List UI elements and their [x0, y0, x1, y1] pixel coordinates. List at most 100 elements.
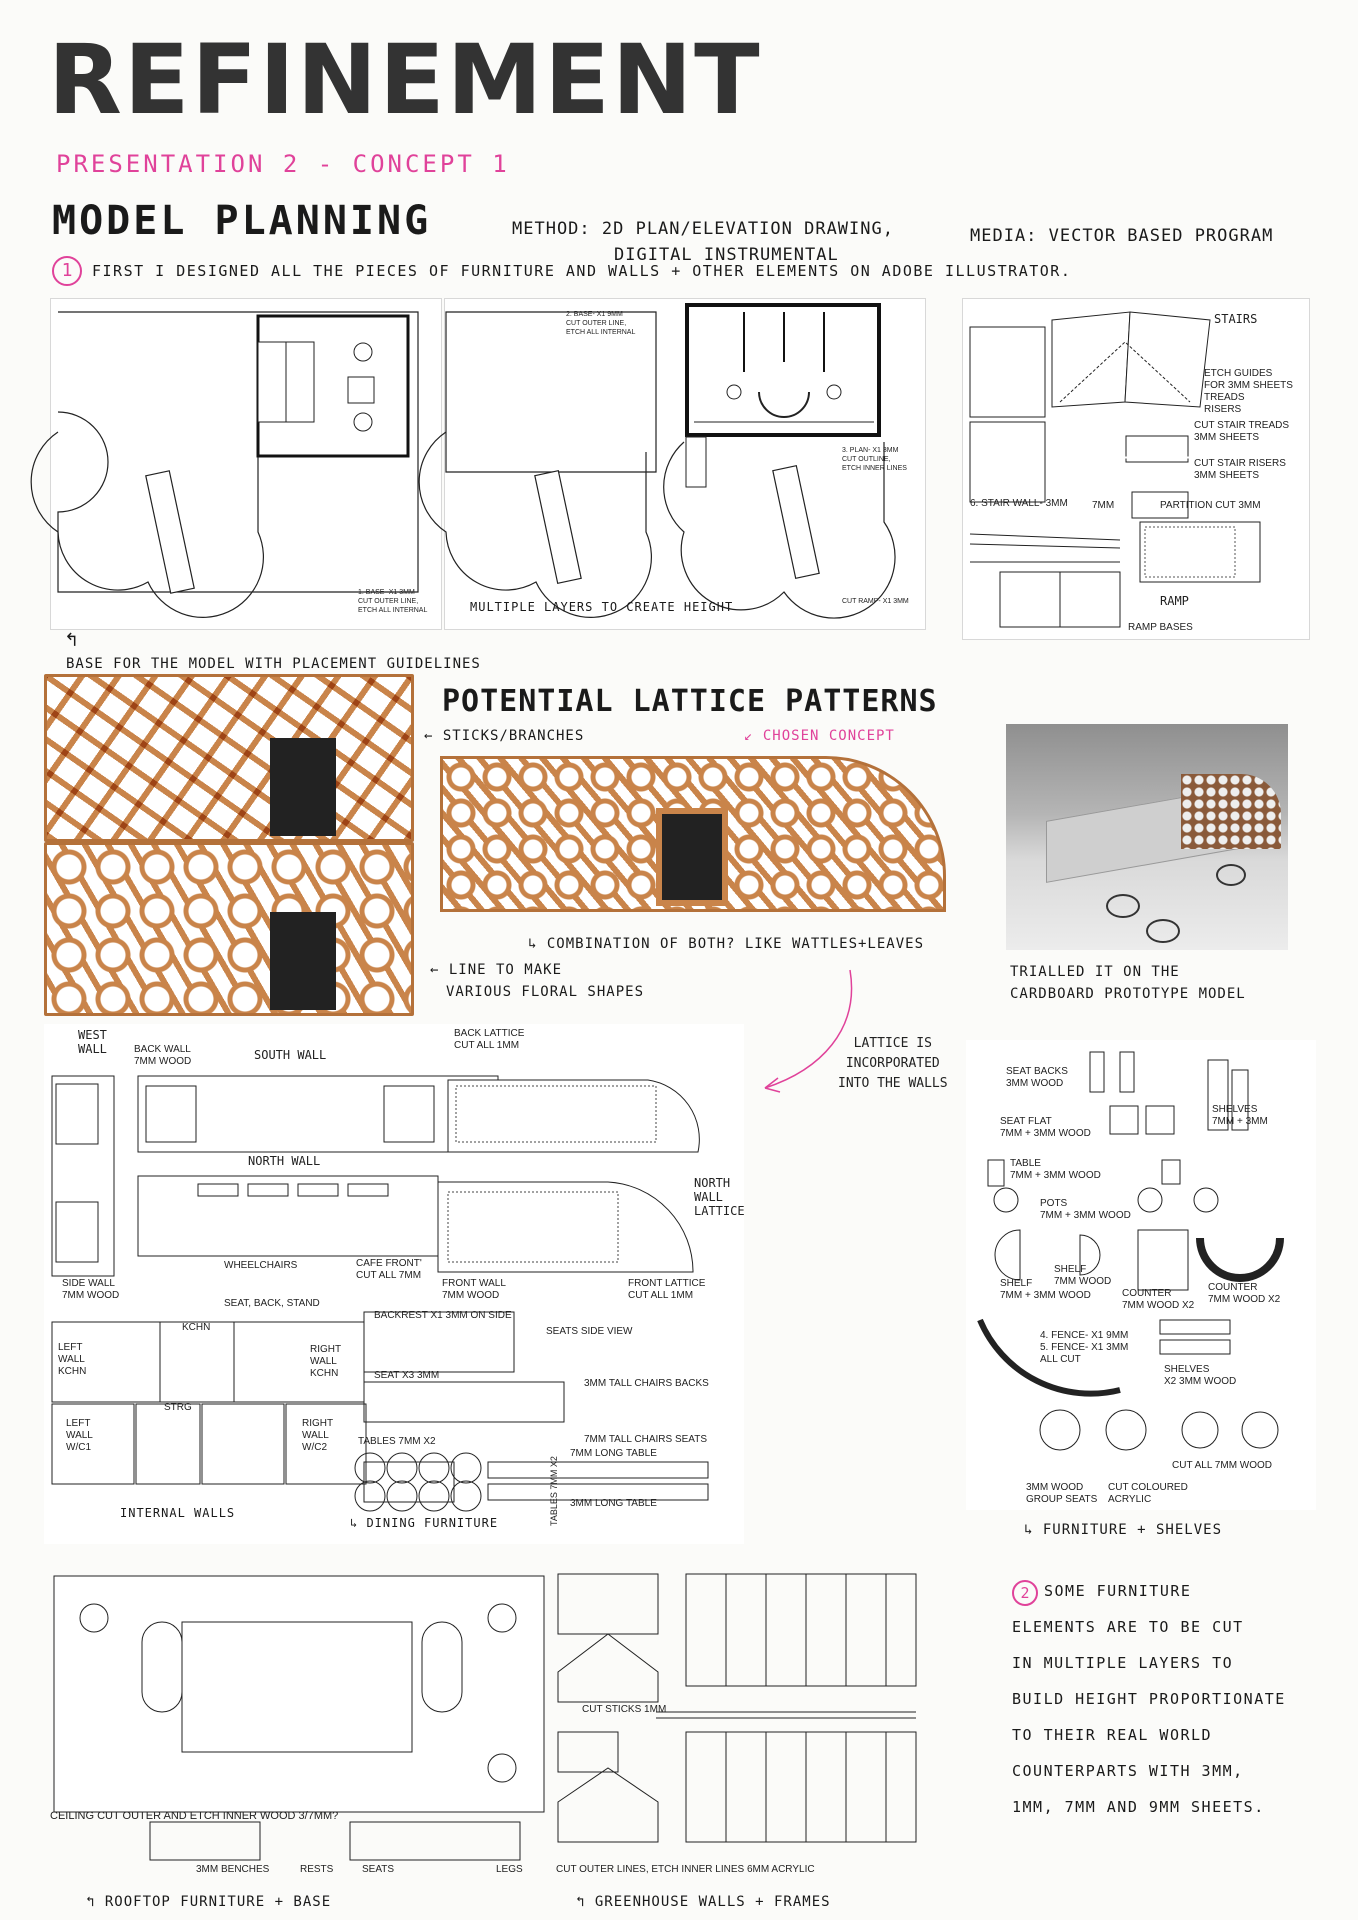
counter2-label: COUNTER 7MM WOOD x2 [1208, 1282, 1281, 1305]
method-text: METHOD: 2D PLAN/ELEVATION DRAWING, [512, 219, 894, 239]
dining-tables [354, 1452, 482, 1512]
rooftop-caption-text: ROOFTOP FURNITURE + BASE [104, 1894, 332, 1910]
shelves-x2-label: SHELVES x2 3MM WOOD [1164, 1364, 1237, 1387]
trial-label-1: TRIALLED IT ON THE [1010, 964, 1180, 980]
base-plan-1 [30, 311, 419, 619]
dining-text: DINING FURNITURE [366, 1516, 499, 1530]
photo-table-1 [1106, 894, 1140, 918]
trial-label-2: CARDBOARD PROTOTYPE MODEL [1010, 986, 1246, 1002]
strg-label: STRG [164, 1402, 192, 1413]
cut-outer-label: CUT OUTER LINES, ETCH INNER LINES 6MM AC… [556, 1864, 815, 1875]
tall-backs-label: 3MM TALL CHAIRS BACKS [584, 1378, 709, 1389]
greenhouse-caption-text: GREENHOUSE WALLS + FRAMES [594, 1894, 831, 1910]
north-wall-label: NORTH WALL [248, 1154, 321, 1168]
media-text: MEDIA: VECTOR BASED PROGRAM [970, 226, 1274, 246]
stair-wall-label: 6. STAIR WALL- 3mm [970, 498, 1068, 509]
step2-line-5: COUNTERPARTS WITH 3MM, [1012, 1762, 1244, 1780]
seat-flat-label: SEAT FLAT 7MM + 3MM WOOD [1000, 1116, 1091, 1139]
step1-number: 1 [52, 256, 82, 286]
step2-line-1: ELEMENTS ARE TO BE CUT [1012, 1618, 1244, 1636]
seat-x3-label: SEAT x3 3MM [374, 1370, 440, 1381]
left-wall-kchn-label: LEFT WALL KCHN [58, 1342, 87, 1377]
tables7v-label: TABLES 7MM x2 [549, 1456, 559, 1526]
internal-walls-label: INTERNAL WALLS [120, 1506, 236, 1520]
rooftop-caption: ↰ ROOFTOP FURNITURE + BASE [86, 1894, 332, 1910]
rests-label: RESTS [300, 1864, 334, 1875]
step1-text: FIRST I DESIGNED ALL THE PIECES OF FURNI… [92, 262, 1072, 280]
backrest-label: BACKREST x1 3MM ON SIDE [374, 1310, 512, 1321]
page-title: REFINEMENT [48, 24, 762, 136]
photo-table-3 [1216, 864, 1246, 886]
furniture-caption: ↳ FURNITURE + SHELVES [1024, 1522, 1223, 1538]
door-2 [270, 912, 336, 1010]
step2-line-2: IN MULTIPLE LAYERS TO [1012, 1654, 1234, 1672]
stairs-label: STAIRS [1214, 312, 1258, 326]
dining-label: ↳ DINING FURNITURE [350, 1516, 499, 1530]
shelf1-label: SHELF 7MM + 3MM WOOD [1000, 1278, 1091, 1301]
table-label: TABLE 7MM + 3MM WOOD [1010, 1158, 1101, 1181]
step2-line-6: 1MM, 7MM AND 9MM SHEETS. [1012, 1798, 1265, 1816]
step2-line-0: SOME FURNITURE [1044, 1582, 1192, 1600]
right-wall-kchn-label: RIGHT WALL KCHN [310, 1344, 342, 1379]
step2-line-4: TO THEIR REAL WORLD [1012, 1726, 1213, 1744]
lattice-sticks [44, 674, 414, 842]
left-wall-wc1-label: LEFT WALL W/C1 [66, 1418, 93, 1453]
group-seats-label: 3MM WOOD GROUP SEATS [1026, 1482, 1098, 1505]
cut-all7-label: CUT ALL 7MM WOOD [1172, 1460, 1273, 1471]
combo-text: COMBINATION OF BOTH? LIKE WATTLES+LEAVES [546, 936, 925, 952]
tables7-label: TABLES 7MM x2 [358, 1436, 436, 1447]
kchn-label: KCHN [182, 1322, 211, 1333]
seats-side-label: SEATS SIDE VIEW [546, 1326, 633, 1337]
long-table3-label: 3MM LONG TABLE [570, 1498, 657, 1509]
greenhouse-caption: ↰ GREENHOUSE WALLS + FRAMES [576, 1894, 831, 1910]
combo-label: ↳ COMBINATION OF BOTH? LIKE WATTLES+LEAV… [528, 936, 925, 952]
sticks-text: STICKS/BRANCHES [442, 728, 585, 744]
south-wall-label: SOUTH WALL [254, 1048, 327, 1062]
long-table7-label: 7MM LONG TABLE [570, 1448, 657, 1459]
furniture-caption-text: FURNITURE + SHELVES [1042, 1522, 1223, 1538]
floor-plan [663, 303, 896, 619]
line-label-1: ← LINE TO MAKE [430, 962, 563, 978]
seats-label: SEATS [362, 1864, 395, 1875]
prototype-photo [1006, 724, 1288, 950]
west-wall-label: WEST WALL [78, 1028, 107, 1056]
line-label-2: VARIOUS FLORAL SHAPES [446, 984, 645, 1000]
shelves-top-label: SHELVES 7MM + 3MM [1212, 1104, 1268, 1127]
seat-backs-label: SEAT BACKS 3MM WOOD [1006, 1066, 1068, 1089]
incorporated-label: LATTICE IS INCORPORATED INTO THE WALLS [838, 1036, 948, 1091]
cafe-front-label: CAFE FRONT' CUT ALL 7MM [356, 1258, 422, 1281]
back-wall-label: BACK WALL 7MM WOOD [134, 1044, 192, 1067]
plan-label: 3. PLAN- x1 3mm CUT OUTLINE, ETCH INNER … [842, 447, 907, 472]
line-text-1: LINE TO MAKE [448, 962, 563, 978]
acrylic-label: CUT COLOURED ACRYLIC [1108, 1482, 1188, 1505]
seven-mm-label: 7MM [1092, 500, 1115, 511]
benches-label: 3MM BENCHES [196, 1864, 270, 1875]
fence-label: 4. FENCE- x1 9mm 5. FENCE- x1 3mm ALL CU… [1040, 1330, 1129, 1365]
page-subtitle: PRESENTATION 2 - CONCEPT 1 [56, 150, 510, 178]
pink-arrow [764, 969, 853, 1093]
furniture-drawing [977, 1051, 1284, 1451]
step2-number: 2 [1012, 1580, 1038, 1606]
walls-drawing [51, 1075, 709, 1503]
step2-number-text: 2 [1020, 1584, 1030, 1602]
step2-line-3: BUILD HEIGHT PROPORTIONATE [1012, 1690, 1286, 1708]
cut-sticks-label: CUT STICKS 1MM [582, 1704, 667, 1715]
north-lattice-label: NORTH WALL LATTICE [694, 1176, 745, 1218]
stairs-drawing [969, 311, 1261, 628]
lattice-heading: POTENTIAL LATTICE PATTERNS [442, 684, 938, 719]
base-note: BASE FOR THE MODEL WITH PLACEMENT GUIDEL… [66, 656, 481, 672]
door-1 [270, 738, 336, 836]
ramp-bases-label: RAMP BASES [1128, 622, 1193, 633]
method-text-2: DIGITAL INSTRUMENTAL [614, 245, 839, 265]
lattice-floral [44, 842, 414, 1016]
legs-label: LEGS [496, 1864, 523, 1875]
layers-note: MULTIPLE LAYERS TO CREATE HEIGHT [470, 600, 734, 614]
cut-risers-label: CUT STAIR RISERS 3mm SHEETS [1194, 458, 1286, 481]
counter1-label: COUNTER 7MM WOOD x2 [1122, 1288, 1195, 1311]
front-wall-label: FRONT WALL 7MM WOOD [442, 1278, 506, 1301]
right-wall-wc2-label: RIGHT WALL W/C2 [302, 1418, 334, 1453]
base1-label: 1. BASE- x1 3mm CUT OUTER LINE, ETCH ALL… [358, 589, 428, 614]
planning-heading: MODEL PLANNING [52, 198, 432, 244]
partition-label: PARTITION CUT 3MM [1160, 500, 1261, 511]
tall-seats-label: 7MM TALL CHAIRS SEATS [584, 1434, 707, 1445]
